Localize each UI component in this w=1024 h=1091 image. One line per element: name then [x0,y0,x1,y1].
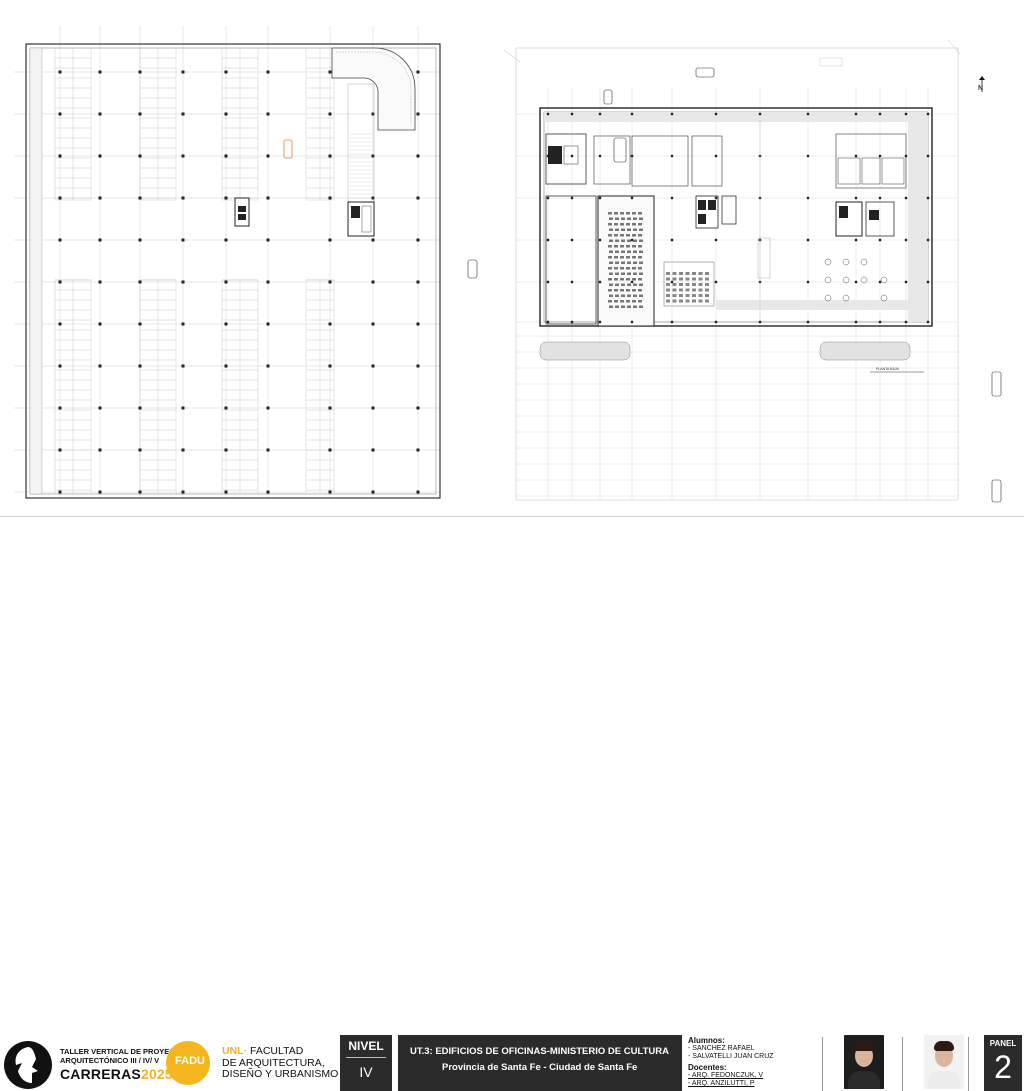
student-photo [844,1035,884,1089]
ground-floor-plan: PLANTA BAJA N [467,39,1002,503]
car-icon [603,89,613,105]
drawing-sheet: PLANTA BAJA N [0,0,1024,516]
credits: Alumnos: - SANCHEZ RAFAEL - SALVATELLI J… [688,1036,774,1088]
project-title: UT.3: EDIFICIOS DE OFICINAS-MINISTERIO D… [410,1046,669,1057]
divider [968,1037,969,1091]
parking-plan [25,43,441,499]
panel-label: PANEL [989,1039,1017,1048]
car-icon [991,479,1002,503]
north-arrow: N [978,76,985,92]
car-icon [695,67,715,78]
carreras-label: CARRERAS2025 [60,1066,173,1082]
car-icon [467,259,478,279]
car-icon [283,139,293,159]
taller-logo-icon [4,1041,52,1089]
project-location: Provincia de Santa Fe - Ciudad de Santa … [442,1062,638,1073]
car-icon [991,371,1002,397]
student-photo [924,1035,964,1089]
nivel-value: IV [359,1064,373,1080]
planta-baja-label: PLANTA BAJA [876,367,900,371]
divider [822,1037,823,1091]
project-title-box: UT.3: EDIFICIOS DE OFICINAS-MINISTERIO D… [398,1035,682,1091]
divider [902,1037,903,1091]
floor-plans-drawing: PLANTA BAJA N [14,26,1002,503]
unl-faculty-name: UNL· FACULTAD DE ARQUITECTURA, DISEÑO Y … [222,1045,339,1080]
nivel-label: NIVEL [348,1039,384,1053]
planter [539,341,631,361]
nivel-box: NIVEL IV [340,1035,392,1091]
panel-number: 2 [994,1049,1012,1085]
fadu-badge-text: FADU [175,1055,205,1067]
panel-box: PANEL 2 [984,1035,1022,1091]
title-block: TALLER VERTICAL DE PROYECTO ARQUITECTÓNI… [0,516,1024,1091]
north-label: N [978,85,983,92]
planter [819,341,911,361]
